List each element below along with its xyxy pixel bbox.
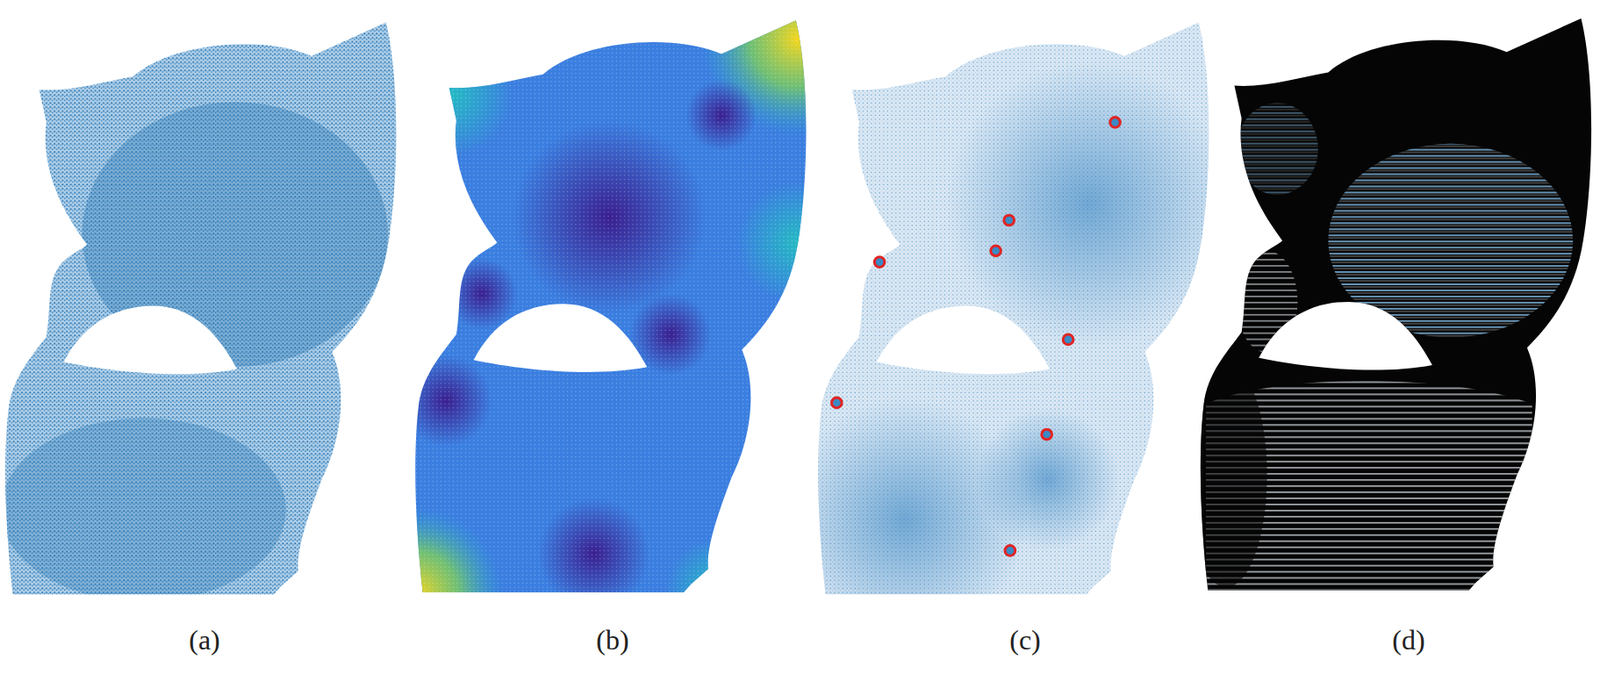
- sample-marker: [832, 117, 1121, 557]
- sliced-model-d: [1185, 18, 1592, 598]
- point-cloud-a: [0, 22, 397, 603]
- panel-label: (b): [595, 624, 629, 656]
- sampled-cloud-c: [782, 22, 1232, 643]
- panel-label: (d): [1391, 624, 1425, 656]
- panel-label: (c): [1009, 624, 1041, 656]
- panel-label: (a): [188, 624, 221, 656]
- distance-field-b: [329, 0, 896, 674]
